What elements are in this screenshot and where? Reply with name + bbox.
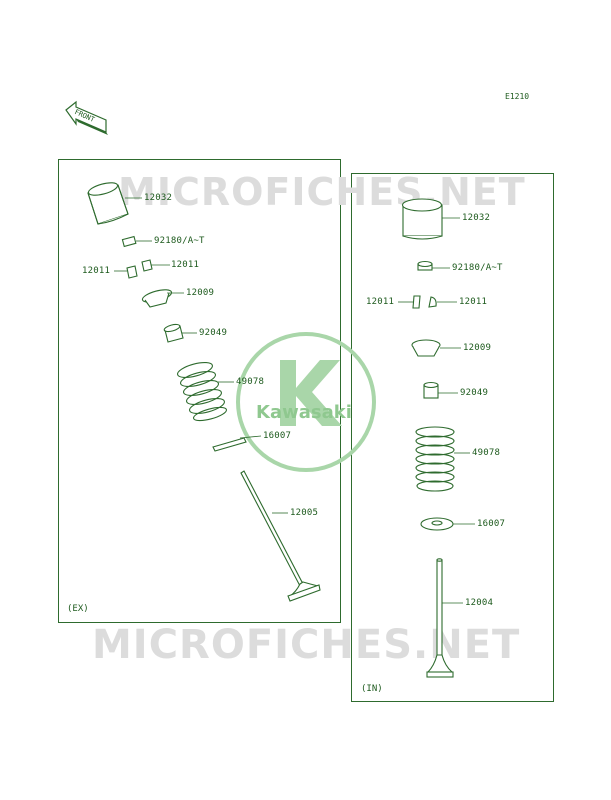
ex-cotter-left-label: 12011	[82, 266, 111, 276]
in-retainer-icon	[411, 339, 441, 357]
in-tappet-label: 12032	[462, 213, 491, 223]
in-cotter-right-icon	[428, 296, 437, 308]
watermark-top: MICROFICHES.NET	[118, 170, 526, 214]
diagram-code: E1210	[505, 92, 530, 101]
in-shim-icon	[417, 260, 433, 271]
in-seat-icon	[420, 517, 454, 531]
ex-tappet-label: 12032	[144, 193, 173, 203]
ex-shim-icon	[121, 235, 137, 248]
ex-cotter-left-icon	[126, 265, 138, 279]
ex-section-label: (EX)	[67, 604, 89, 614]
ex-spring-icon	[176, 362, 228, 422]
ex-spring-label: 49078	[236, 377, 265, 387]
in-spring-label: 49078	[472, 448, 501, 458]
ex-tappet-icon	[87, 182, 129, 225]
ex-seal-label: 92049	[199, 328, 228, 338]
ex-seat-icon	[212, 437, 247, 452]
watermark-bottom: MICROFICHES.NET	[92, 622, 521, 668]
in-valve-label: 12004	[465, 598, 494, 608]
ex-cotter-right-label: 12011	[171, 260, 200, 270]
intake-panel	[351, 173, 554, 702]
ex-seal-icon	[163, 323, 184, 343]
exhaust-panel	[58, 159, 341, 623]
in-tappet-icon	[401, 198, 443, 240]
in-section-label: (IN)	[361, 684, 383, 694]
ex-retainer-label: 12009	[186, 288, 215, 298]
ex-shim-label: 92180/A~T	[154, 236, 205, 246]
logo-text: Kawasaki	[256, 402, 352, 423]
in-shim-label: 92180/A~T	[452, 263, 503, 273]
in-cotter-left-label: 12011	[366, 297, 395, 307]
ex-valve-icon	[240, 470, 321, 602]
front-arrow-icon: FRONT	[62, 100, 112, 140]
in-seat-label: 16007	[477, 519, 506, 529]
in-seal-icon	[423, 381, 439, 399]
ex-seat-label: 16007	[263, 431, 292, 441]
kawasaki-logo: Kawasaki	[234, 330, 378, 474]
ex-valve-label: 12005	[290, 508, 319, 518]
ex-cotter-right-icon	[141, 259, 153, 272]
in-seal-label: 92049	[460, 388, 489, 398]
in-spring-icon	[415, 426, 455, 492]
in-cotter-left-icon	[412, 295, 421, 309]
ex-retainer-icon	[141, 289, 173, 308]
in-cotter-right-label: 12011	[459, 297, 488, 307]
in-retainer-label: 12009	[463, 343, 492, 353]
in-valve-icon	[426, 558, 454, 678]
